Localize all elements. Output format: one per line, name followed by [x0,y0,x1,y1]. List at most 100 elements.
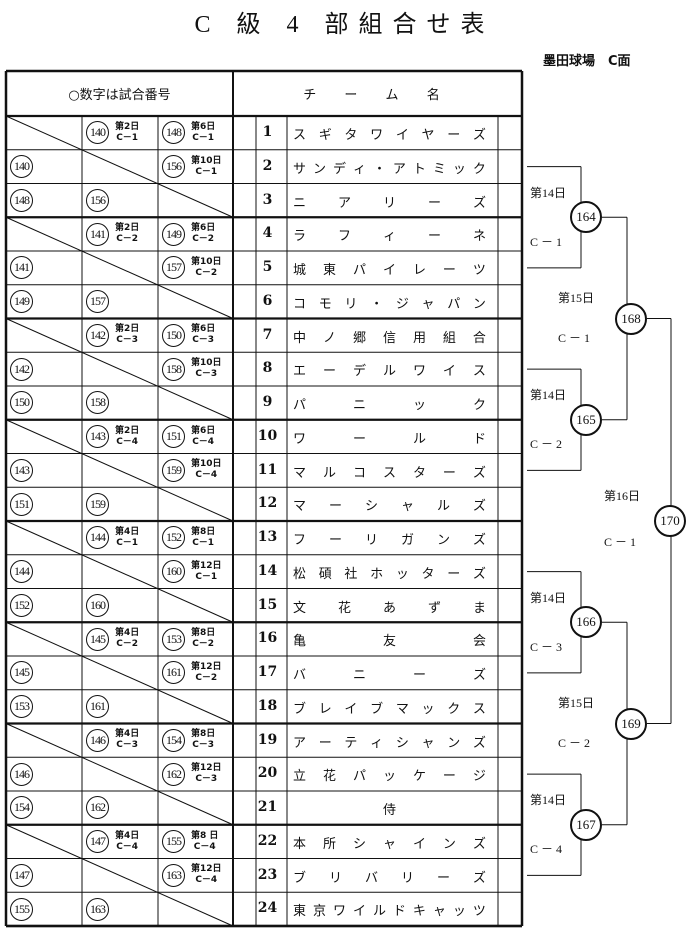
team-number: 15 [257,596,278,613]
team-name-char: フ [293,533,307,548]
team-name-char: バ [364,870,378,886]
team-name-char: ャ [400,499,414,515]
team-name: マルコスターズ [287,462,492,481]
game-cell: 154 [10,791,33,825]
team-name-char: レ [318,701,332,717]
team-name-char: ン [436,533,450,548]
game-cell: 159 [86,487,109,521]
game-court: C－2 [195,267,218,278]
team-name-char: ー [442,769,456,785]
team-name-char: ャ [421,735,435,751]
team-name: エーデルワイス [287,360,492,379]
game-court: C－4 [195,875,218,886]
game-cell: 162 [86,791,109,825]
team-name-char: ま [472,600,486,616]
game-number-circle: 152 [10,593,33,617]
team-name-char: ジ [395,296,409,312]
team-name-char: ブ [370,701,384,717]
team-name-char: ワ [412,364,426,380]
team-name: 東京ワイルドキャッツ [287,900,492,919]
game-day: 第4日 [115,628,140,639]
game-number-circle: 152 [162,526,185,550]
team-name-char: ツ [472,263,486,278]
team-name-char: ス [293,128,307,143]
game-court: C－4 [116,436,139,447]
team-name: 立花パッケージ [287,765,492,784]
team-name: ブレイブマックス [287,698,492,717]
team-name: 本所シャインズ [287,833,492,852]
team-name-char: 松 [293,566,307,582]
team-name-char: ス [472,364,486,380]
team-name-char: ィ [370,735,384,751]
game-number-circle: 142 [86,323,109,347]
team-name-char: ズ [472,533,486,548]
game-day: 第2日 [115,121,140,132]
bracket-day: 第15日 [558,290,595,305]
bracket-game-circle: 170 [654,505,686,537]
game-number-circle: 159 [86,492,109,516]
team-name-char: マ [293,499,307,515]
game-court: C－1 [195,571,218,582]
team-name-char: ズ [472,870,486,886]
team-name-char: ブ [293,870,307,886]
team-name: バニーズ [287,664,492,683]
team-name-char: ド [392,904,406,920]
game-number-circle: 140 [86,121,109,145]
team-name: アーティシャンズ [287,732,492,751]
team-name-char: ズ [472,836,486,852]
game-court: C－3 [192,335,215,346]
team-name-char: 友 [382,634,396,650]
game-day: 第12日 [191,661,222,672]
team-name-char: ク [447,701,461,717]
game-number-circle: 162 [86,796,109,820]
game-court: C－1 [195,166,218,177]
team-name-char: ル [436,499,450,515]
game-day: 第4日 [115,729,140,740]
team-name-char: タ [421,566,435,582]
bracket-court: C － 1 [604,535,637,549]
diagonal-line [5,318,234,421]
team-name-char: サ [293,161,307,177]
team-name-char: 文 [293,600,307,616]
game-number-circle: 147 [10,863,33,887]
bracket-day: 第16日 [604,489,641,503]
team-name-char: ッ [452,904,466,920]
game-day: 第2日 [115,324,140,335]
game-number-circle: 143 [86,425,109,449]
team-number: 5 [262,259,273,275]
game-day: 第8日 [191,526,216,537]
diagonal-line [5,723,234,826]
team-name: 中ノ郷信用組合 [287,327,492,346]
team-name: ラフィーネ [287,225,492,244]
team-number: 9 [262,394,273,410]
game-number-circle: 155 [10,897,33,921]
game-number-circle: 153 [162,627,185,651]
game-number-circle: 161 [86,695,109,719]
team-name-char: ガ [400,533,414,548]
team-number: 21 [257,799,278,815]
team-name-char: ー [328,533,342,548]
game-cell: 144 [10,555,33,589]
game-number-circle: 160 [162,560,185,584]
team-name-char: ・ [370,296,384,312]
team-name: ブリバリーズ [287,867,492,886]
game-court: C－4 [192,436,215,447]
team-name: パニック [287,394,492,413]
game-court: C－3 [195,369,218,380]
team-name-char: 碩 [318,566,332,582]
game-court: C－2 [192,639,215,650]
bracket-game-circle: 168 [615,302,647,335]
